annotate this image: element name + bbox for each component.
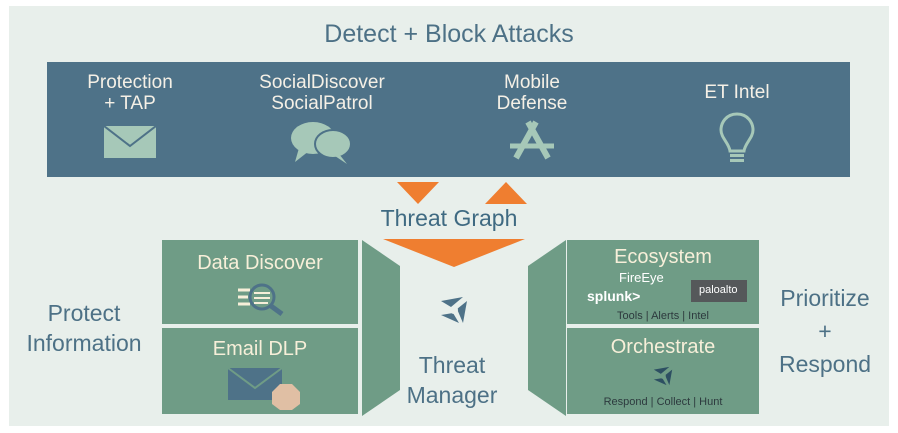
data-discover-tile: Data Discover [162,240,358,324]
product-label: Mobile Defense [496,72,568,114]
arrow-up-icon [485,182,527,204]
right-funnel-shape [528,240,566,416]
arrow-down-large-icon [383,239,525,267]
ecosystem-title: Ecosystem [614,246,712,268]
diagram-title: Detect + Block Attacks [324,20,574,48]
threat-manager-label: Threat Manager [406,352,498,408]
product-protection-tap: Protection + TAP [65,72,195,167]
ecosystem-caption: Tools | Alerts | Intel [617,310,709,322]
product-social: SocialDiscover SocialPatrol [242,72,402,171]
envelope-icon [103,125,157,158]
proofpoint-logo-small-icon [653,366,673,386]
orchestrate-title: Orchestrate [610,336,716,358]
lightbulb-icon [719,112,755,162]
product-label: ET Intel [704,82,770,103]
orchestrate-tile: Orchestrate Respond | Collect | Hunt [567,328,759,414]
email-dlp-title: Email DLP [212,338,308,360]
envelope-stop-icon [227,367,300,410]
threat-graph-arrows [397,182,527,204]
ecosystem-tile: Ecosystem FireEye splunk> paloalto Tools… [567,240,759,324]
splunk-logo: splunk> [587,288,641,304]
data-discover-title: Data Discover [197,252,323,274]
product-label: SocialDiscover SocialPatrol [259,72,385,114]
paloalto-logo-box: paloalto [691,280,747,302]
search-magnifier-icon [238,283,284,316]
diagram-canvas: Detect + Block Attacks Protection + TAP … [9,6,889,426]
product-mobile-defense: Mobile Defense [467,72,597,167]
app-store-icon [510,120,554,160]
threat-graph-label: Threat Graph [380,205,518,231]
orchestrate-caption: Respond | Collect | Hunt [603,396,723,408]
prioritize-respond-label: Prioritize + Respond [778,285,872,377]
detect-block-band: Protection + TAP SocialDiscover SocialPa… [47,62,850,177]
email-dlp-tile: Email DLP [162,328,358,414]
product-et-intel: ET Intel [667,82,807,172]
arrow-down-icon [397,182,439,204]
fireeye-logo: FireEye [619,270,664,285]
speech-bubbles-icon [291,122,352,164]
threat-graph-down-arrow [383,239,525,267]
paloalto-logo: paloalto [699,284,738,296]
left-funnel-shape [362,240,400,416]
proofpoint-logo-icon [441,297,467,323]
product-label: Protection + TAP [87,72,173,114]
protect-information-label: Protect Information [26,300,142,356]
